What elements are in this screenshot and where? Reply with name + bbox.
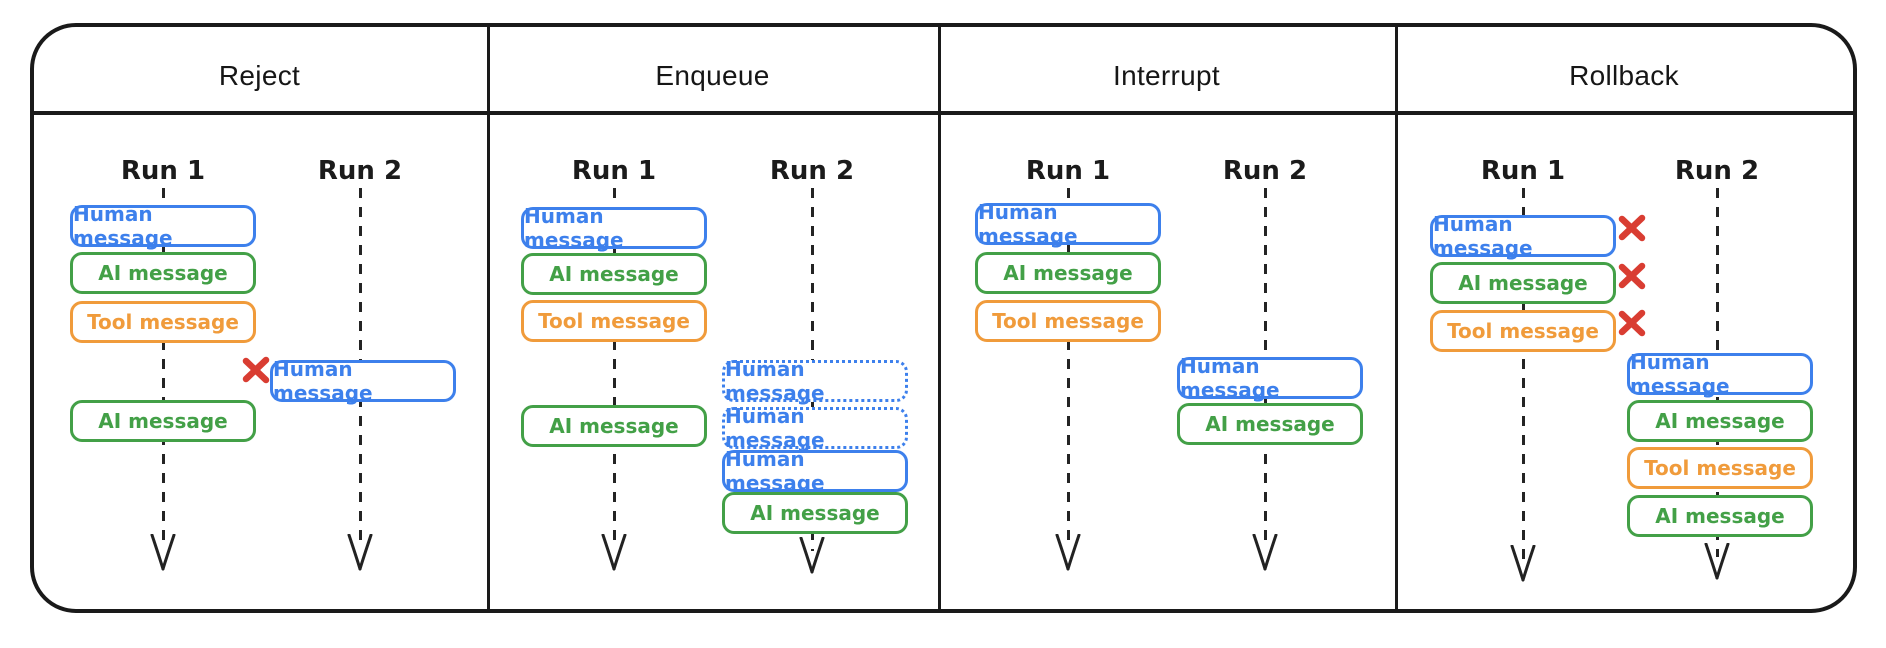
timeline-dashed-line xyxy=(1066,188,1070,548)
diagram-frame xyxy=(30,23,1857,613)
message-box-human: Human message xyxy=(1430,212,1616,260)
message-box-human: Human message xyxy=(975,200,1161,248)
message-box-tool: Tool message xyxy=(1627,447,1813,489)
panel-divider xyxy=(1395,24,1398,612)
reject-x-icon xyxy=(242,356,270,384)
run-label: Run 2 xyxy=(1674,156,1760,186)
panel-title-interrupt: Interrupt xyxy=(1113,60,1220,91)
run-label: Run 1 xyxy=(1025,156,1111,186)
arrow-down-icon xyxy=(347,534,373,571)
message-box-ai: AI message xyxy=(1177,403,1363,445)
message-box-ai: AI message xyxy=(1627,495,1813,537)
arrow-down-icon xyxy=(601,534,627,571)
header-separator xyxy=(34,111,1853,115)
message-box-tool: Tool message xyxy=(521,300,707,342)
arrow-down-icon xyxy=(1055,534,1081,571)
reject-x-icon xyxy=(1618,309,1646,337)
arrow-down-icon xyxy=(1252,534,1278,571)
message-box-human: Human message xyxy=(722,447,908,495)
message-box-tool: Tool message xyxy=(1430,310,1616,352)
message-box-human-queued: Human message xyxy=(722,404,908,452)
message-box-ai: AI message xyxy=(722,492,908,534)
run-label: Run 1 xyxy=(571,156,657,186)
arrow-down-icon xyxy=(799,537,825,574)
message-box-ai: AI message xyxy=(70,252,256,294)
message-box-ai: AI message xyxy=(1430,262,1616,304)
message-box-ai: AI message xyxy=(975,252,1161,294)
arrow-down-icon xyxy=(1510,545,1536,582)
panel-title-rollback: Rollback xyxy=(1569,60,1679,91)
panel-divider xyxy=(938,24,941,612)
arrow-down-icon xyxy=(150,534,176,571)
panel-divider xyxy=(487,24,490,612)
message-box-ai: AI message xyxy=(521,253,707,295)
run-label: Run 1 xyxy=(120,156,206,186)
run-label: Run 2 xyxy=(317,156,403,186)
reject-x-icon xyxy=(1618,262,1646,290)
message-box-tool: Tool message xyxy=(975,300,1161,342)
timeline-dashed-line xyxy=(612,188,616,548)
message-box-ai: AI message xyxy=(70,400,256,442)
message-box-human: Human message xyxy=(70,202,256,250)
run-label: Run 2 xyxy=(769,156,855,186)
message-box-human: Human message xyxy=(521,204,707,252)
run-label: Run 1 xyxy=(1480,156,1566,186)
run-label: Run 2 xyxy=(1222,156,1308,186)
message-box-ai: AI message xyxy=(521,405,707,447)
reject-x-icon xyxy=(1618,214,1646,242)
arrow-down-icon xyxy=(1704,543,1730,580)
panel-title-reject: Reject xyxy=(218,60,301,91)
timeline-dashed-line xyxy=(161,188,165,548)
message-box-human: Human message xyxy=(1177,354,1363,402)
message-box-tool: Tool message xyxy=(70,301,256,343)
timeline-dashed-line xyxy=(1521,188,1525,559)
message-box-human-queued: Human message xyxy=(722,357,908,405)
message-box-human: Human message xyxy=(1627,350,1813,398)
panel-title-enqueue: Enqueue xyxy=(655,60,770,91)
message-box-ai: AI message xyxy=(1627,400,1813,442)
message-box-human: Human message xyxy=(270,357,456,405)
